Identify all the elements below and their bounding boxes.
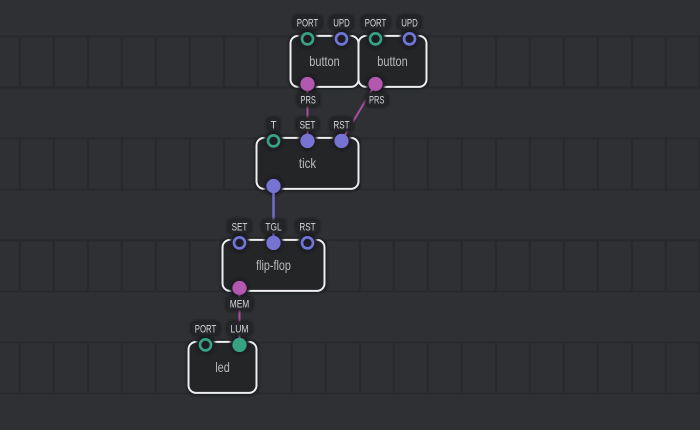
svg-text:flip-flop: flip-flop [256,258,291,273]
svg-text:PRS: PRS [301,95,316,107]
svg-text:PRS: PRS [369,95,384,107]
svg-text:button: button [309,54,339,69]
svg-text:led: led [215,360,230,375]
svg-text:UPD: UPD [401,18,418,30]
svg-text:button: button [377,54,407,69]
svg-text:UPD: UPD [333,18,350,30]
svg-text:SET: SET [300,120,316,132]
svg-text:RST: RST [299,222,315,234]
svg-text:TGL: TGL [265,222,281,234]
svg-text:PORT: PORT [365,18,387,30]
svg-text:SET: SET [232,222,248,234]
svg-text:RST: RST [333,120,349,132]
svg-text:LUM: LUM [231,324,249,336]
svg-text:PORT: PORT [297,18,319,30]
svg-text:T: T [271,120,277,132]
svg-text:MEM: MEM [230,299,250,311]
svg-text:tick: tick [299,156,316,171]
svg-text:PORT: PORT [195,324,217,336]
